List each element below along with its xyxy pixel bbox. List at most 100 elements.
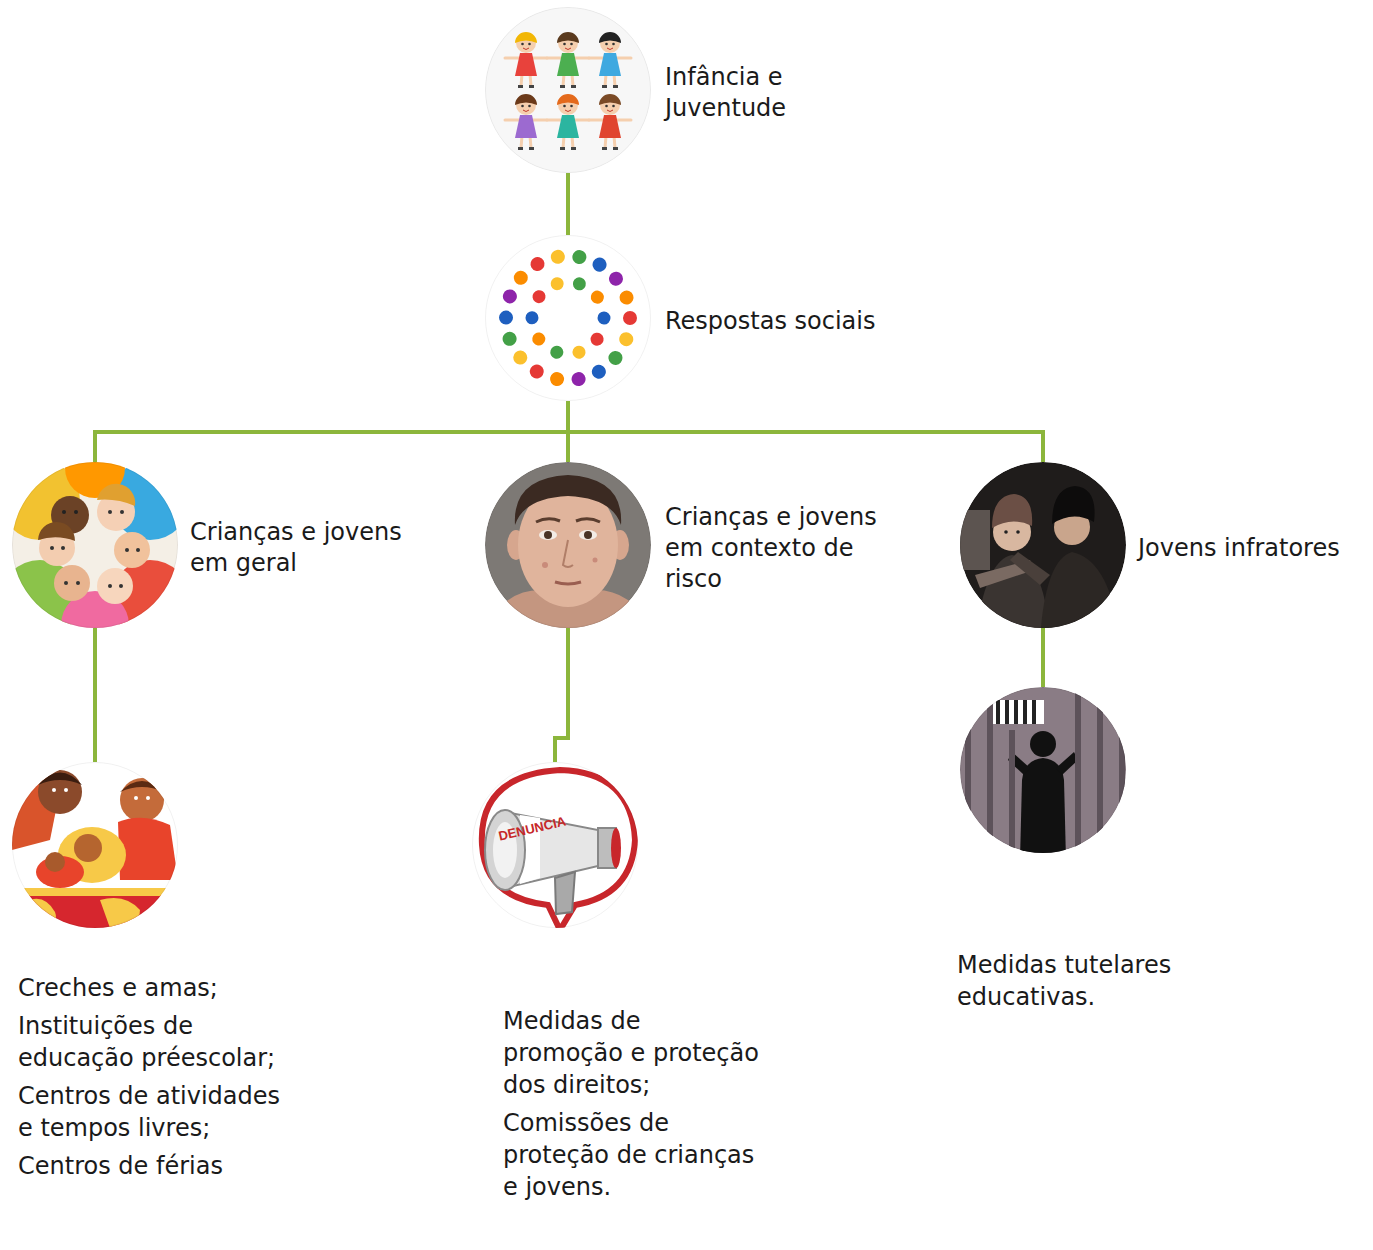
photo-circle-node: Medidas tutelares educativas. bbox=[960, 687, 1126, 853]
circle-outline bbox=[485, 7, 651, 173]
text-block: Medidas tutelares educativas. bbox=[957, 949, 1207, 1013]
megaphone-icon bbox=[472, 762, 638, 930]
daycare-cartoon-part bbox=[52, 788, 56, 792]
connector-line bbox=[555, 628, 568, 762]
children-circle-photo-part bbox=[50, 546, 54, 550]
connector-line bbox=[566, 173, 570, 235]
children-circle-photo-part bbox=[119, 584, 123, 588]
illustration-caption: DENUNCIA bbox=[497, 814, 567, 844]
circle-outline bbox=[486, 463, 651, 628]
node-label: Medidas de promoção e proteção dos direi… bbox=[503, 1005, 764, 1101]
child-face-photo bbox=[480, 462, 656, 640]
prison-bars-photo-part bbox=[1075, 687, 1081, 857]
child-face-photo-part bbox=[485, 462, 651, 628]
daycare-cartoon-part bbox=[118, 818, 178, 880]
child-face-photo-part bbox=[536, 519, 560, 522]
prison-bars-photo-part bbox=[1119, 687, 1125, 857]
young-offenders-photo-part bbox=[1052, 486, 1095, 524]
daycare-cartoon-part bbox=[12, 888, 180, 896]
child-face-photo-part bbox=[584, 531, 592, 539]
prison-bars-photo-part bbox=[1023, 700, 1027, 724]
text-block: Medidas de promoção e proteção dos direi… bbox=[503, 1005, 764, 1203]
megaphone-icon-part bbox=[555, 872, 575, 914]
prison-bars-photo-part bbox=[965, 687, 971, 857]
photo-circle-node: Respostas sociais bbox=[485, 235, 651, 401]
prison-bars-photo-part bbox=[1056, 752, 1078, 775]
pawn-ring-part bbox=[532, 282, 604, 354]
circle-outline bbox=[472, 762, 638, 928]
children-circle-photo-part bbox=[76, 581, 80, 585]
pawn-ring-part bbox=[485, 235, 651, 401]
daycare-cartoon-part bbox=[146, 796, 150, 800]
children-holding-hands-part bbox=[505, 32, 547, 88]
node-label: Infância e Juventude bbox=[665, 62, 840, 124]
photo-circle-node: Creches e amas;Instituições de educação … bbox=[12, 762, 178, 928]
prison-bars-photo-part bbox=[1020, 758, 1066, 860]
child-face-photo-part bbox=[515, 475, 621, 525]
children-circle-photo-part bbox=[120, 510, 124, 514]
daycare-cartoon-part bbox=[30, 899, 56, 928]
daycare-cartoon-part bbox=[45, 852, 65, 872]
child-face-photo-part bbox=[579, 530, 597, 540]
child-face-photo-part bbox=[593, 558, 598, 563]
node-label: Centros de atividades e tempos livres; bbox=[18, 1080, 293, 1144]
young-offenders-photo-part bbox=[1004, 530, 1008, 534]
circle-outline bbox=[961, 463, 1126, 628]
circle-outline bbox=[13, 763, 178, 928]
circle-outline bbox=[960, 462, 1126, 628]
children-circle-photo-part bbox=[108, 584, 112, 588]
daycare-cartoon bbox=[12, 762, 180, 930]
pawn-ring-part bbox=[506, 256, 630, 380]
daycare-cartoon-part bbox=[38, 773, 82, 786]
connector-line bbox=[568, 401, 1043, 462]
megaphone-icon-part bbox=[611, 828, 621, 868]
circle-outline bbox=[961, 688, 1126, 853]
children-circle-photo-part bbox=[108, 510, 112, 514]
daycare-cartoon-part bbox=[120, 778, 164, 822]
prison-bars-photo bbox=[960, 687, 1126, 860]
text-block: Respostas sociais bbox=[665, 306, 965, 337]
photo-circle-node: Crianças e jovens em contexto de risco bbox=[485, 462, 651, 628]
circle-outline bbox=[486, 236, 651, 401]
children-circle-photo bbox=[0, 438, 190, 659]
young-offenders-photo-part bbox=[1010, 552, 1050, 585]
photo-circle-node: Infância e Juventude bbox=[485, 7, 651, 173]
children-holding-hands bbox=[485, 7, 651, 173]
text-block: Creches e amas;Instituições de educação … bbox=[18, 972, 293, 1182]
circle-outline bbox=[960, 687, 1126, 853]
megaphone-icon-part bbox=[472, 762, 638, 928]
children-holding-hands-part bbox=[589, 32, 631, 88]
daycare-cartoon-part bbox=[134, 796, 138, 800]
circle-outline bbox=[485, 462, 651, 628]
node-label: Crianças e jovens em geral bbox=[190, 517, 425, 579]
pawn-ring-part bbox=[506, 256, 630, 380]
pawn-ring-part bbox=[532, 282, 604, 354]
children-holding-hands-part bbox=[589, 94, 631, 150]
node-label: Comissões de proteção de crianças e jove… bbox=[503, 1107, 764, 1203]
pawn-ring-part bbox=[532, 282, 604, 354]
pawn-ring-part bbox=[532, 282, 604, 354]
node-label: Centros de férias bbox=[18, 1150, 293, 1182]
pawn-ring-part bbox=[506, 256, 630, 380]
pawn-ring-part bbox=[532, 282, 604, 354]
children-holding-hands-part bbox=[505, 94, 547, 150]
child-face-photo-part bbox=[563, 540, 573, 567]
node-label: Medidas tutelares educativas. bbox=[957, 949, 1207, 1013]
pawn-ring bbox=[485, 235, 651, 401]
young-offenders-photo-part bbox=[992, 494, 1032, 528]
child-face-photo-part bbox=[576, 519, 600, 522]
megaphone-icon-part bbox=[485, 810, 525, 890]
text-block: Infância e Juventude bbox=[665, 62, 840, 124]
connector-line bbox=[93, 628, 97, 762]
photo-circle-node: Jovens infratores bbox=[960, 462, 1126, 628]
prison-bars-photo-part bbox=[1009, 730, 1015, 857]
photo-circle-node: Medidas de promoção e proteção dos direi… bbox=[472, 762, 638, 928]
circle-outline bbox=[486, 8, 651, 173]
children-circle-photo-part bbox=[125, 548, 129, 552]
children-circle-photo-part bbox=[97, 484, 135, 506]
children-circle-photo-part bbox=[97, 568, 133, 604]
text-block: Crianças e jovens em geral bbox=[190, 517, 425, 579]
children-circle-photo-part bbox=[64, 581, 68, 585]
children-holding-hands-part bbox=[485, 7, 651, 173]
